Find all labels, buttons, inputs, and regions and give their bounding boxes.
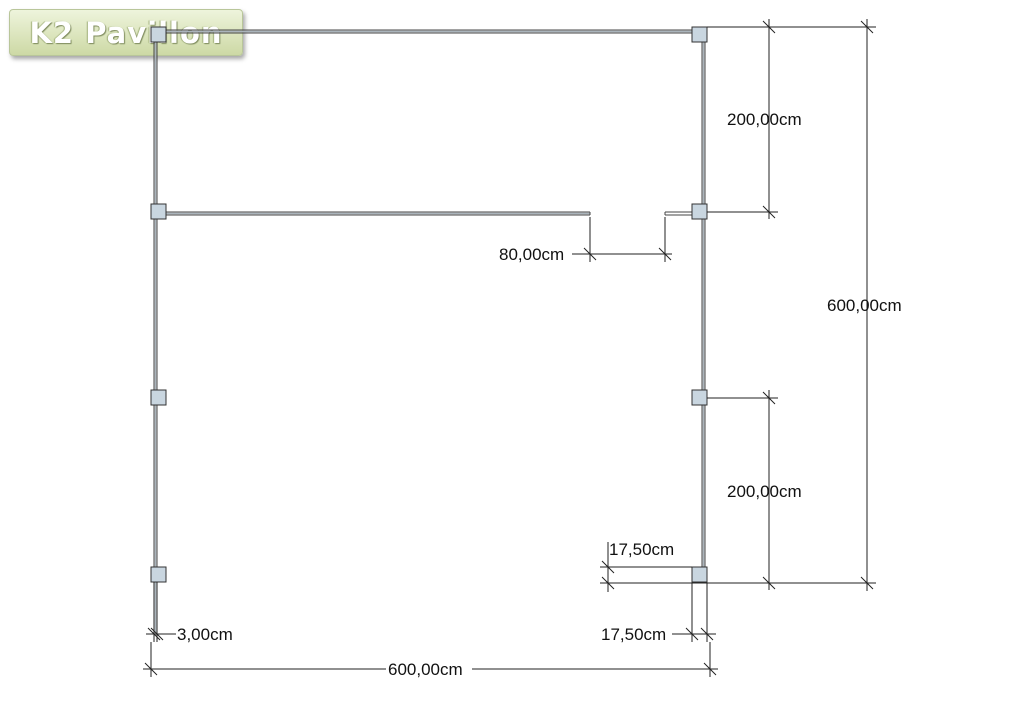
dimension-bottom-right-label: 200,00cm — [727, 482, 802, 501]
dimension-top-right-label: 200,00cm — [727, 110, 802, 129]
dimension-post-offset-horizontal-label: 17,50cm — [601, 625, 666, 644]
dimension-wall-thickness: 3,00cm — [146, 582, 233, 644]
dimension-wall-thickness-label: 3,00cm — [177, 625, 233, 644]
dimension-overall-height: 600,00cm — [707, 19, 902, 591]
dimension-bottom-right: 200,00cm — [707, 390, 802, 590]
dimension-top-right: 200,00cm — [707, 19, 802, 219]
dimension-overall-height-label: 600,00cm — [827, 296, 902, 315]
wall-top — [159, 29, 700, 34]
walls — [153, 29, 706, 632]
post-bottom-left — [150, 566, 167, 583]
dimension-door-opening: 80,00cm — [499, 217, 672, 264]
wall-left — [153, 35, 158, 632]
wall-right — [701, 35, 706, 578]
post-top-right — [691, 26, 708, 43]
post-right-2 — [691, 389, 708, 406]
post-left-2 — [150, 389, 167, 406]
post-right-1 — [691, 203, 708, 220]
dimension-door-opening-label: 80,00cm — [499, 245, 564, 264]
dimension-post-offset-horizontal: 17,50cm — [601, 583, 716, 644]
post-left-1 — [150, 203, 167, 220]
wall-interior — [159, 211, 700, 216]
post-top-left — [150, 26, 167, 43]
dimension-overall-width-label: 600,00cm — [388, 660, 463, 679]
posts — [150, 26, 708, 583]
dimension-post-offset-vertical-label: 17,50cm — [609, 540, 674, 559]
dimension-overall-width: 600,00cm — [143, 642, 718, 679]
post-bottom-right — [691, 566, 708, 583]
dimension-post-offset-vertical: 17,50cm — [600, 540, 707, 592]
